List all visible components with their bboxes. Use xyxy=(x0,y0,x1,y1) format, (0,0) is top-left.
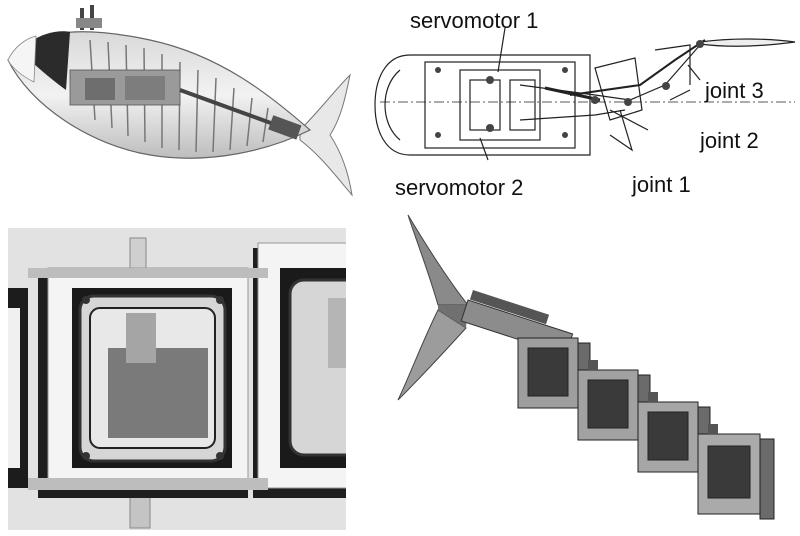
label-joint-1: joint 1 xyxy=(631,172,691,197)
label-servomotor-1: servomotor 1 xyxy=(410,8,538,33)
servo-frame-closeup-render xyxy=(8,228,346,530)
label-servomotor-2: servomotor 2 xyxy=(395,175,523,200)
label-joint-3: joint 3 xyxy=(704,78,764,103)
tail-assembly-render xyxy=(397,214,775,520)
tail-assembly-panel xyxy=(368,210,800,536)
joint-schematic-panel: servomotor 1 servomotor 2 joint 1 joint … xyxy=(370,0,800,210)
servo-frame-closeup-panel xyxy=(8,228,346,530)
fish-cutaway-illustration xyxy=(7,5,353,197)
fish-cutaway-panel xyxy=(0,0,370,210)
joint-schematic-diagram: servomotor 1 servomotor 2 joint 1 joint … xyxy=(374,8,796,200)
label-joint-2: joint 2 xyxy=(699,128,759,153)
